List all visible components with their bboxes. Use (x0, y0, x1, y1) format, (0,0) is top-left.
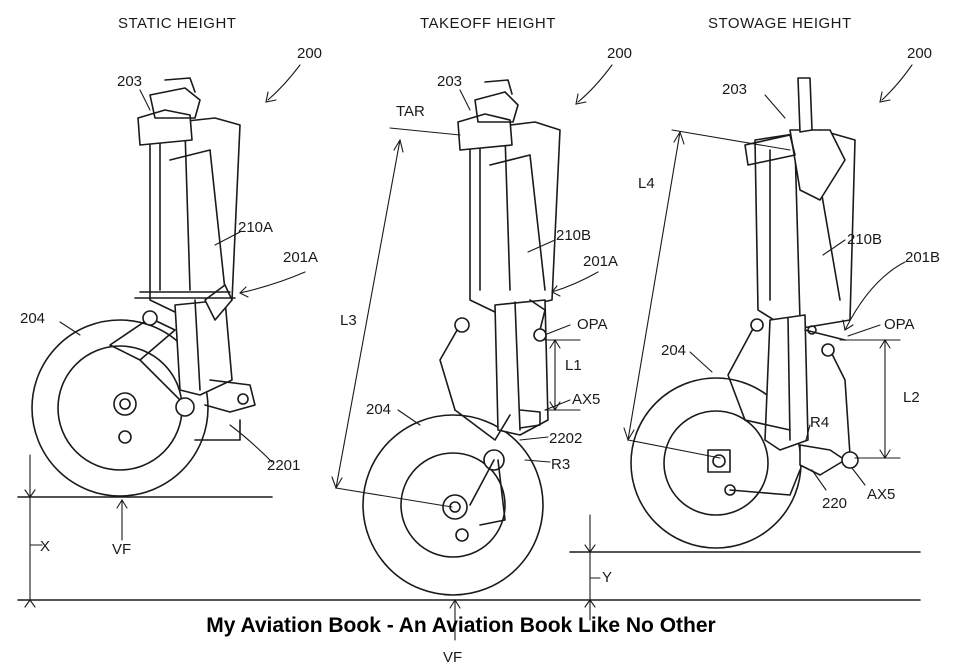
label-tar: TAR (396, 103, 425, 120)
label-201b: 201B (905, 249, 940, 266)
label-210b-stowage: 210B (847, 231, 882, 248)
label-x: X (40, 538, 50, 555)
label-203-static: 203 (117, 73, 142, 90)
label-204-stowage: 204 (661, 342, 686, 359)
dimension-l3 (331, 127, 461, 508)
reference-arrows (59, 64, 913, 491)
label-200-stowage: 200 (907, 45, 932, 62)
dimension-l2 (839, 338, 901, 460)
label-r4: R4 (810, 414, 829, 431)
label-vf-takeoff: VF (443, 649, 462, 666)
label-l3: L3 (340, 312, 357, 329)
gear-stowage (630, 77, 859, 549)
dimension-l4 (623, 129, 791, 459)
label-204-static: 204 (20, 310, 45, 327)
label-opa-stowage: OPA (884, 316, 915, 333)
dimension-y (584, 514, 601, 621)
title-stowage: STOWAGE HEIGHT (708, 15, 852, 32)
label-210a: 210A (238, 219, 273, 236)
gear-static (31, 77, 256, 497)
label-ax5-takeoff: AX5 (572, 391, 600, 408)
label-l4: L4 (638, 175, 655, 192)
label-2201: 2201 (267, 457, 300, 474)
wheel-takeoff (362, 414, 544, 596)
dimension-l1 (544, 338, 581, 412)
label-vf-static: VF (112, 541, 131, 558)
label-201a-takeoff: 201A (583, 253, 618, 270)
label-l1: L1 (565, 357, 582, 374)
label-201a-static: 201A (283, 249, 318, 266)
label-200-takeoff: 200 (607, 45, 632, 62)
watermark-caption: My Aviation Book - An Aviation Book Like… (206, 614, 715, 637)
label-y: Y (602, 569, 612, 586)
label-200-static: 200 (297, 45, 322, 62)
label-ax5-stowage: AX5 (867, 486, 895, 503)
label-203-takeoff: 203 (437, 73, 462, 90)
label-r3: R3 (551, 456, 570, 473)
label-l2: L2 (903, 389, 920, 406)
reference-labels: 200 200 200 203 203 203 210A 201A 204 22… (20, 45, 940, 666)
label-210b-takeoff: 210B (556, 227, 591, 244)
vf-arrow-static (116, 498, 128, 541)
label-203-stowage: 203 (722, 81, 747, 98)
label-2202: 2202 (549, 430, 582, 447)
gear-takeoff (362, 79, 561, 596)
label-204-takeoff: 204 (366, 401, 391, 418)
title-takeoff: TAKEOFF HEIGHT (420, 15, 556, 32)
label-opa-takeoff: OPA (577, 316, 608, 333)
dimension-x (24, 454, 43, 608)
title-static: STATIC HEIGHT (118, 15, 236, 32)
label-220: 220 (822, 495, 847, 512)
ground-lines (17, 496, 921, 601)
vf-arrow-takeoff (449, 598, 461, 641)
